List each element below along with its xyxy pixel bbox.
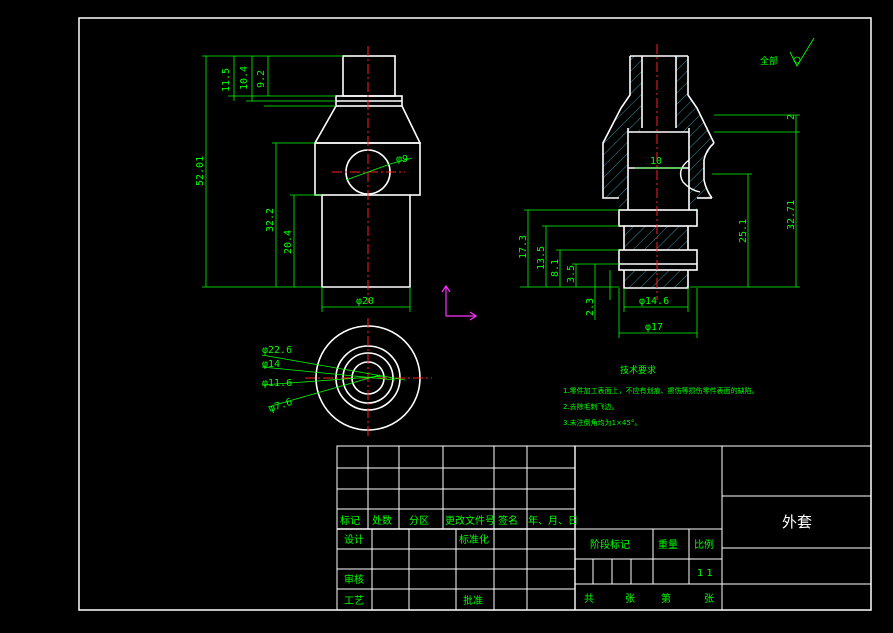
tb-count: 处数 xyxy=(372,514,392,527)
dim-52-01: 52.01 xyxy=(195,156,206,186)
section-dim-texts: 2 10 32.71 25.1 17.3 13.5 8.1 3.5 2.3 φ1… xyxy=(518,114,797,333)
dim-11-5: 11.5 xyxy=(221,68,232,92)
dim-9-2: 9.2 xyxy=(256,70,267,88)
tech-item-2: 2.去除毛刺飞边。 xyxy=(563,402,619,411)
dim-phi7-6: φ7.6 xyxy=(268,397,294,415)
dim-32-2: 32.2 xyxy=(265,208,276,232)
tech-item-1: 1.零件加工表面上，不应有划痕、擦伤等损伤零件表面的缺陷。 xyxy=(563,386,759,395)
tb-design: 设计 xyxy=(344,533,364,546)
part-name: 外套 xyxy=(782,513,812,531)
section-view xyxy=(602,55,715,289)
tb-process: 工艺 xyxy=(344,595,364,607)
tb-sign: 签名 xyxy=(498,514,518,527)
tb-review: 审核 xyxy=(344,573,364,586)
bottom-dim-lines xyxy=(261,354,406,408)
title-block-texts: 标记 处数 分区 更改文件号 签名 年、月、日 设计 标准化 审核 工艺 批准 … xyxy=(340,513,812,607)
dim-phi14: φ14 xyxy=(262,359,280,370)
dim-10: 10 xyxy=(650,156,662,167)
tb-total: 共 xyxy=(584,593,594,605)
tb-zone: 分区 xyxy=(409,515,429,527)
tech-requirements: 技术要求 1.零件加工表面上，不应有划痕、擦伤等损伤零件表面的缺陷。 2.去除毛… xyxy=(563,364,759,427)
tb-scale: 比例 xyxy=(694,538,714,551)
section-dim-lines xyxy=(520,114,800,338)
dim-17-3: 17.3 xyxy=(518,235,529,259)
tb-scale-value: 1 1 xyxy=(697,568,713,579)
dim-10-4: 10.4 xyxy=(239,66,250,90)
roughness-symbol: 全部 xyxy=(760,37,815,67)
tb-weight: 重量 xyxy=(658,538,678,551)
dim-phi11-6: φ11.6 xyxy=(262,378,292,389)
dim-phi20: φ20 xyxy=(356,296,374,307)
dim-phi22-6: φ22.6 xyxy=(262,345,292,356)
dim-3-5: 3.5 xyxy=(566,265,577,283)
tb-change-doc: 更改文件号 xyxy=(445,514,495,527)
tb-standardization: 标准化 xyxy=(459,533,489,546)
ucs-icon xyxy=(441,284,478,321)
dim-20-4: 20.4 xyxy=(283,230,294,254)
dim-13-5: 13.5 xyxy=(536,246,547,270)
bottom-dim-texts: φ22.6 φ14 φ11.6 φ7.6 xyxy=(262,345,294,415)
front-dim-lines xyxy=(202,55,413,312)
dim-phi17: φ17 xyxy=(645,322,663,333)
tb-stage-mark: 阶段标记 xyxy=(590,538,630,551)
tech-item-3: 3.未注倒角均为1×45°。 xyxy=(563,418,641,427)
dim-25-1: 25.1 xyxy=(738,219,749,243)
front-dim-texts: 11.5 10.4 9.2 52.01 32.2 20.4 φ9 φ20 xyxy=(195,66,408,307)
tb-sheet-no: 第 xyxy=(661,592,671,605)
tb-date: 年、月、日 xyxy=(528,514,578,527)
tb-marker: 标记 xyxy=(340,515,360,527)
dim-8-1: 8.1 xyxy=(550,259,561,277)
dim-32-71: 32.71 xyxy=(786,200,797,230)
dim-phi14-6: φ14.6 xyxy=(639,296,669,307)
title-block xyxy=(336,445,872,611)
dim-2: 2 xyxy=(786,114,797,120)
dim-phi9: φ9 xyxy=(396,154,408,165)
tb-sheets: 张 xyxy=(625,593,635,605)
tb-approve: 批准 xyxy=(463,594,483,607)
tech-title: 技术要求 xyxy=(620,364,656,376)
roughness-label: 全部 xyxy=(760,55,778,67)
dim-2-3: 2.3 xyxy=(585,298,596,316)
tb-sheet-unit: 张 xyxy=(704,593,714,605)
